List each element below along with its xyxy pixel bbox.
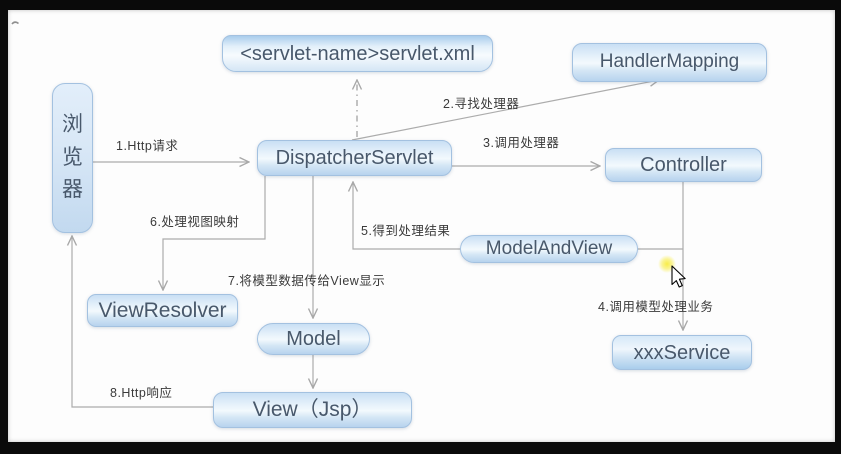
edge-label-model-to-view: 7.将模型数据传给View显示 [228, 274, 386, 288]
edge-label-http-request: 1.Http请求 [116, 139, 179, 153]
node-view-jsp-label: View（Jsp） [252, 398, 373, 422]
edge-label-call-service: 4.调用模型处理业务 [598, 300, 714, 314]
node-xxx-service-label: xxxService [633, 341, 731, 364]
node-browser-label: 浏 览 器 [62, 113, 83, 202]
node-controller: Controller [605, 148, 762, 182]
node-dispatcher-servlet-label: DispatcherServlet [275, 147, 434, 169]
edge-label-call-handler: 3.调用处理器 [483, 136, 560, 150]
node-controller-label: Controller [640, 154, 727, 176]
node-model: Model [257, 323, 370, 355]
node-model-label: Model [286, 328, 341, 350]
edge-label-view-mapping: 6.处理视图映射 [150, 215, 240, 229]
node-dispatcher-servlet: DispatcherServlet [257, 140, 452, 176]
node-browser: 浏 览 器 [52, 83, 93, 233]
node-model-and-view: ModelAndView [460, 235, 638, 263]
edge-label-find-handler: 2.寻找处理器 [443, 97, 520, 111]
edge-label-get-result: 5.得到处理结果 [361, 224, 451, 238]
edge-label-http-response: 8.Http响应 [110, 386, 173, 400]
node-handler-mapping-label: HandlerMapping [599, 51, 740, 73]
node-view-resolver-label: ViewResolver [98, 298, 227, 322]
node-view-jsp: View（Jsp） [213, 392, 412, 428]
node-model-and-view-label: ModelAndView [485, 237, 613, 259]
node-handler-mapping: HandlerMapping [572, 43, 767, 82]
node-servlet-xml-label: <servlet-name>servlet.xml [240, 42, 475, 65]
node-view-resolver: ViewResolver [87, 294, 238, 327]
node-servlet-xml: <servlet-name>servlet.xml [222, 35, 493, 72]
node-xxx-service: xxxService [612, 335, 752, 370]
